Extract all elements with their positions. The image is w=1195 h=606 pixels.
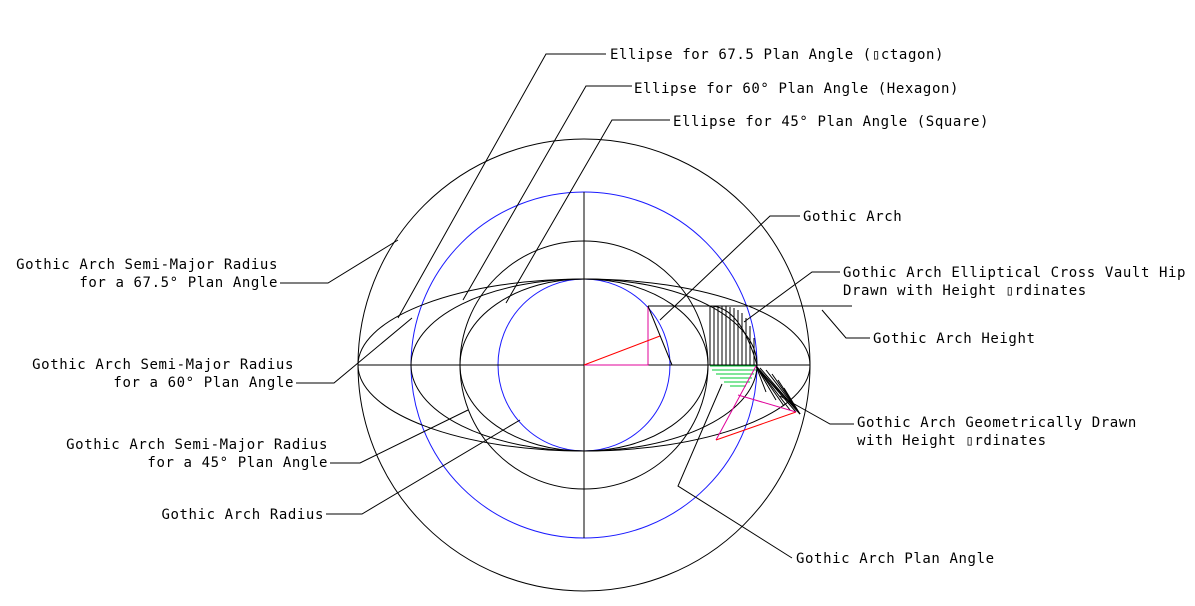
label-plan-angle: Gothic Arch Plan Angle — [796, 551, 995, 567]
leader-arch-radius — [326, 419, 521, 515]
arch-construction-magenta — [584, 306, 649, 366]
label-arch-radius: Gothic Arch Radius — [161, 507, 324, 523]
leader-semi-major-60 — [296, 317, 413, 384]
green-plan-hatch — [710, 365, 756, 387]
labels: Ellipse for 67.5 Plan Angle (▯ctagon) El… — [16, 47, 1186, 567]
vault-geometry — [357, 138, 852, 592]
leader-ellipse-45 — [505, 119, 670, 304]
leader-ellipse-60 — [462, 85, 632, 301]
label-ellipse-60: Ellipse for 60° Plan Angle (Hexagon) — [634, 81, 959, 97]
label-semi-major-60-line2: for a 60° Plan Angle — [113, 375, 294, 391]
hip-height-ordinates — [709, 305, 758, 366]
leader-ellipse-67 — [397, 53, 606, 319]
leader-semi-major-45 — [330, 409, 469, 464]
leader-hip — [743, 271, 840, 323]
label-geom-line2: with Height ▯rdinates — [857, 433, 1047, 449]
label-gothic-arch: Gothic Arch — [803, 209, 902, 225]
label-hip-line2: Drawn with Height ▯rdinates — [843, 283, 1087, 299]
label-semi-major-45-line1: Gothic Arch Semi-Major Radius — [66, 437, 328, 453]
label-ellipse-45: Ellipse for 45° Plan Angle (Square) — [673, 114, 989, 130]
label-semi-major-67-line1: Gothic Arch Semi-Major Radius — [16, 257, 278, 273]
leader-lines — [280, 53, 870, 559]
label-semi-major-45-line2: for a 45° Plan Angle — [147, 455, 328, 471]
label-arch-height: Gothic Arch Height — [873, 331, 1036, 347]
leader-geometric — [779, 395, 854, 425]
label-ellipse-67: Ellipse for 67.5 Plan Angle (▯ctagon) — [610, 47, 944, 63]
label-hip-line1: Gothic Arch Elliptical Cross Vault Hip — [843, 265, 1186, 281]
leader-arch-height — [821, 309, 870, 339]
leader-gothic-arch — [659, 215, 800, 321]
leader-plan-angle — [677, 383, 793, 559]
arch-construction-red — [583, 335, 661, 366]
label-geom-line1: Gothic Arch Geometrically Drawn — [857, 415, 1137, 431]
leader-semi-major-67 — [280, 239, 399, 284]
label-semi-major-60-line1: Gothic Arch Semi-Major Radius — [32, 357, 294, 373]
gothic-arch-curve-small — [647, 305, 673, 366]
plan-angle-construction — [715, 365, 797, 441]
label-semi-major-67-line2: for a 67.5° Plan Angle — [79, 275, 278, 291]
geometric-arch-fan — [755, 365, 801, 415]
